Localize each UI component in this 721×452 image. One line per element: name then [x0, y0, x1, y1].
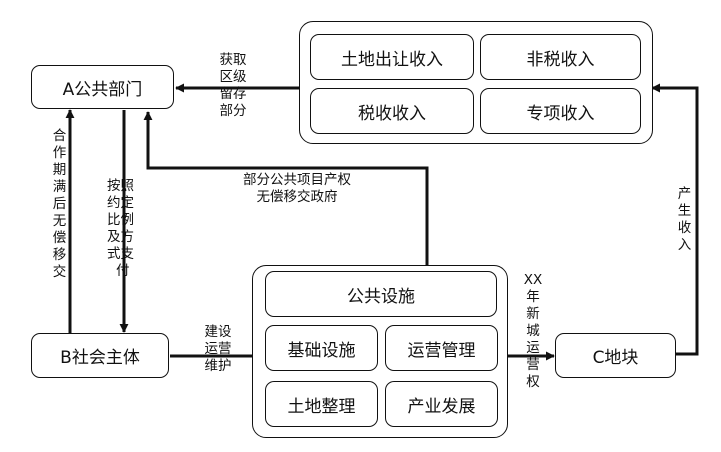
project-item-public-facilities: 公共设施 [265, 271, 497, 317]
label-obtain-retained: 获取 区级 留存 部分 [219, 52, 247, 119]
project-item-infrastructure: 基础设施 [265, 325, 378, 371]
revenue-item-non-tax: 非税收入 [480, 34, 641, 80]
label-generate-revenue: 产生收入 [677, 186, 692, 253]
project-item-operation-management: 运营管理 [385, 325, 498, 371]
edge-projects-to-a [143, 111, 429, 265]
label-pay-by-ratio: 按照 约定 比例 及方 式支 付 [107, 178, 134, 279]
project-item-industry-development: 产业发展 [385, 381, 498, 427]
node-a-public-dept: A公共部门 [31, 65, 174, 109]
edge-c-to-revenue [651, 83, 699, 356]
project-item-land-consolidation: 土地整理 [265, 381, 378, 427]
label-transfer-after-term: 合作期满后无偿移交 [52, 128, 67, 280]
revenue-item-tax: 税收收入 [310, 88, 474, 134]
label-new-town-operation-right: XX 年 新 城 运 营 权 [523, 272, 543, 390]
revenue-item-land-transfer: 土地出让收入 [310, 34, 474, 80]
label-build-operate-maintain: 建设 运营 维护 [204, 324, 232, 374]
revenue-item-special: 专项收入 [480, 88, 641, 134]
node-b-social-entity: B社会主体 [31, 333, 169, 378]
label-public-property-transfer: 部分公共项目产权 无偿移交政府 [243, 172, 351, 205]
node-c-land-plot: C地块 [555, 333, 676, 378]
